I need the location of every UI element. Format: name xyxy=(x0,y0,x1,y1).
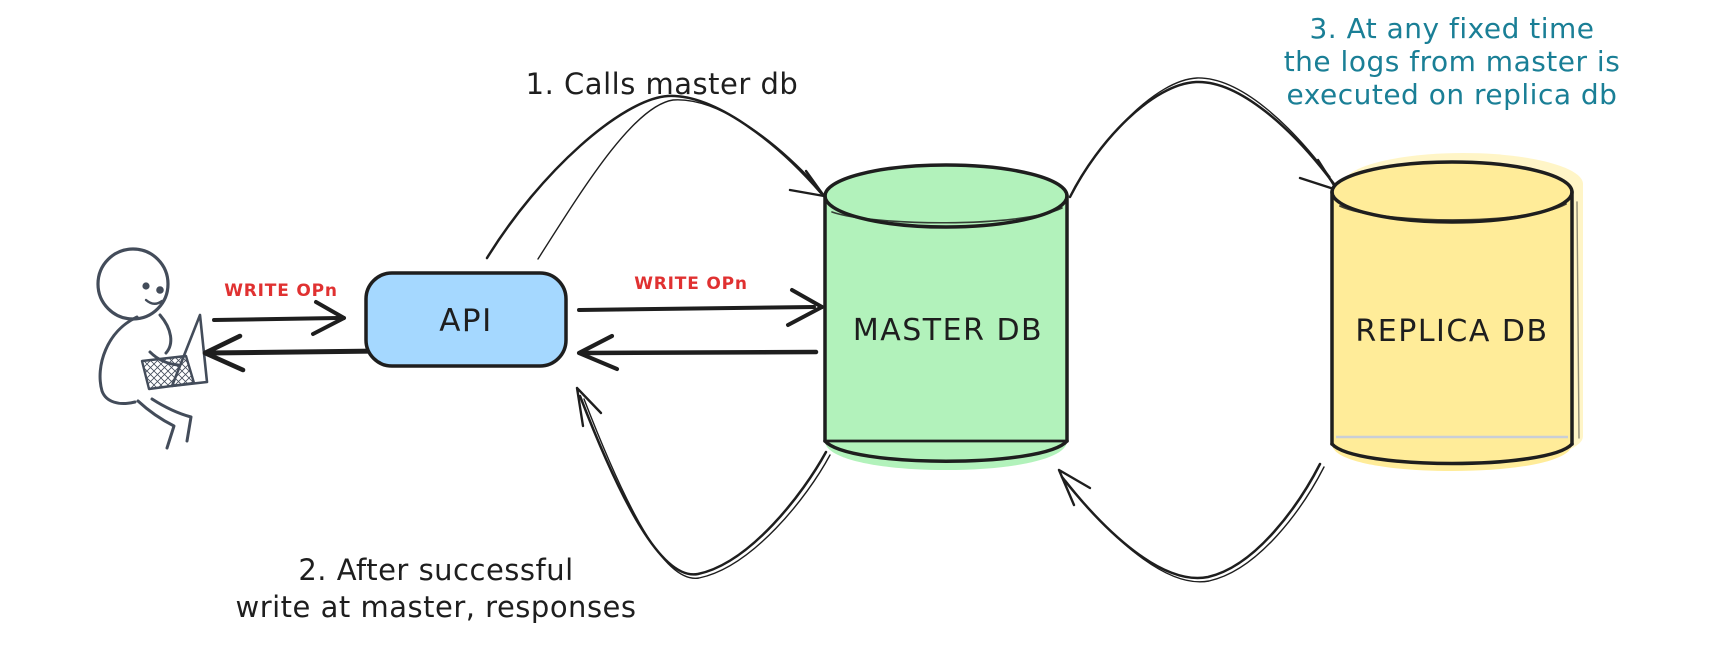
curve-replica-to-master xyxy=(1057,462,1325,583)
step3-annotation: 3. At any fixed time the logs from maste… xyxy=(1284,12,1621,111)
arrow-api-to-master xyxy=(577,288,824,327)
replica-db-body xyxy=(1332,161,1572,471)
arrowhead xyxy=(575,386,603,428)
laptop-icon xyxy=(140,313,209,391)
svg-text:write at master, responses: write at master, responses xyxy=(235,590,636,624)
arrow-master-to-api xyxy=(576,333,819,372)
svg-text:executed on replica db: executed on replica db xyxy=(1287,78,1618,111)
arrowhead-left xyxy=(202,333,246,373)
master-db-label: MASTER DB xyxy=(853,313,1043,348)
svg-text:3. At any fixed time: 3. At any fixed time xyxy=(1309,12,1594,45)
replica-db-label: REPLICA DB xyxy=(1355,314,1548,349)
svg-text:2. After successful: 2. After successful xyxy=(298,553,573,587)
api-label: API xyxy=(439,303,493,339)
arrowhead-right xyxy=(311,300,346,336)
write-op-label-user: WRITE OPn xyxy=(224,281,338,301)
svg-text:the logs from master is: the logs from master is xyxy=(1284,45,1621,78)
arrowhead-right xyxy=(786,288,824,327)
master-db-node: MASTER DB xyxy=(823,163,1069,470)
arrow-user-to-api xyxy=(212,300,346,336)
eye-right xyxy=(156,286,164,294)
write-op-label-api: WRITE OPn xyxy=(634,274,748,294)
curve-api-calls-master xyxy=(485,94,826,260)
arrowhead xyxy=(788,169,826,198)
step2-annotation: 2. After successful write at master, res… xyxy=(235,553,636,624)
step1-annotation: 1. Calls master db xyxy=(526,67,799,101)
curve-master-response-to-api xyxy=(575,386,831,579)
eye-left xyxy=(142,282,150,290)
user-with-laptop-icon xyxy=(96,247,209,450)
arrowhead-left xyxy=(576,333,620,372)
api-node: API xyxy=(364,271,568,368)
master-db-body xyxy=(825,164,1067,470)
arrowhead xyxy=(1057,468,1092,507)
api-box xyxy=(364,271,568,368)
replica-db-node: REPLICA DB xyxy=(1330,153,1583,471)
smile xyxy=(144,298,164,305)
